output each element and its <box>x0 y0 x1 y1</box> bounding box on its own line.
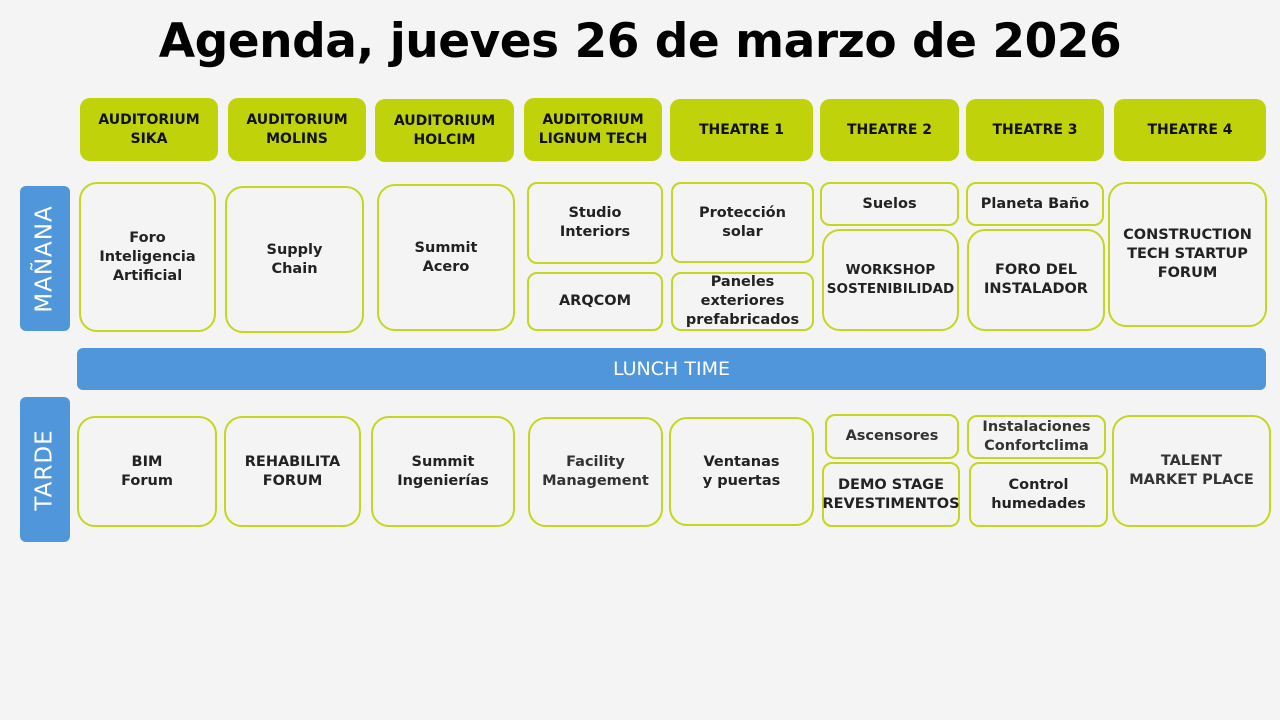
session-rehabilita-forum[interactable]: REHABILITA FORUM <box>224 416 361 527</box>
room-header-theatre-1: THEATRE 1 <box>670 99 813 161</box>
afternoon-label-text: TARDE <box>32 428 59 511</box>
room-header-auditorium-holcim: AUDITORIUM HOLCIM <box>375 99 514 162</box>
page-title: Agenda, jueves 26 de marzo de 2026 <box>158 14 1122 69</box>
session-demo-stage[interactable]: DEMO STAGE REVESTIMENTOS <box>822 462 960 527</box>
room-header-auditorium-molins: AUDITORIUM MOLINS <box>228 98 366 161</box>
room-header-auditorium-sika: AUDITORIUM SIKA <box>80 98 218 161</box>
session-foro-ia[interactable]: Foro Inteligencia Artificial <box>79 182 216 332</box>
session-workshop-sostenibilidad[interactable]: WORKSHOP SOSTENIBILIDAD <box>822 229 959 331</box>
session-paneles-exteriores[interactable]: Paneles exteriores prefabricados <box>671 272 814 331</box>
morning-label-text: MAÑANA <box>32 204 58 313</box>
morning-label: MAÑANA <box>20 186 70 331</box>
session-facility-management[interactable]: Facility Management <box>528 417 663 527</box>
session-studio-interiors[interactable]: Studio Interiors <box>527 182 663 264</box>
afternoon-label: TARDE <box>20 397 70 542</box>
session-suelos[interactable]: Suelos <box>820 182 959 226</box>
session-summit-acero[interactable]: Summit Acero <box>377 184 515 331</box>
session-planeta-bano[interactable]: Planeta Baño <box>966 182 1104 226</box>
session-instalaciones-confortclima[interactable]: Instalaciones Confortclima <box>967 415 1106 459</box>
session-ventanas-puertas[interactable]: Ventanas y puertas <box>669 417 814 526</box>
room-header-theatre-2: THEATRE 2 <box>820 99 959 161</box>
room-header-auditorium-lignum-tech: AUDITORIUM LIGNUM TECH <box>524 98 662 161</box>
session-construction-tech[interactable]: CONSTRUCTION TECH STARTUP FORUM <box>1108 182 1267 327</box>
session-foro-instalador[interactable]: FORO DEL INSTALADOR <box>967 229 1105 331</box>
session-bim-forum[interactable]: BIM Forum <box>77 416 217 527</box>
session-arqcom[interactable]: ARQCOM <box>527 272 663 331</box>
room-header-theatre-3: THEATRE 3 <box>966 99 1104 161</box>
lunch-time-bar: LUNCH TIME <box>77 348 1266 390</box>
session-proteccion-solar[interactable]: Protección solar <box>671 182 814 263</box>
session-ascensores[interactable]: Ascensores <box>825 414 959 459</box>
session-control-humedades[interactable]: Control humedades <box>969 462 1108 527</box>
session-supply-chain[interactable]: Supply Chain <box>225 186 364 333</box>
session-talent-market-place[interactable]: TALENT MARKET PLACE <box>1112 415 1271 527</box>
room-header-theatre-4: THEATRE 4 <box>1114 99 1266 161</box>
session-summit-ingenierias[interactable]: Summit Ingenierías <box>371 416 515 527</box>
